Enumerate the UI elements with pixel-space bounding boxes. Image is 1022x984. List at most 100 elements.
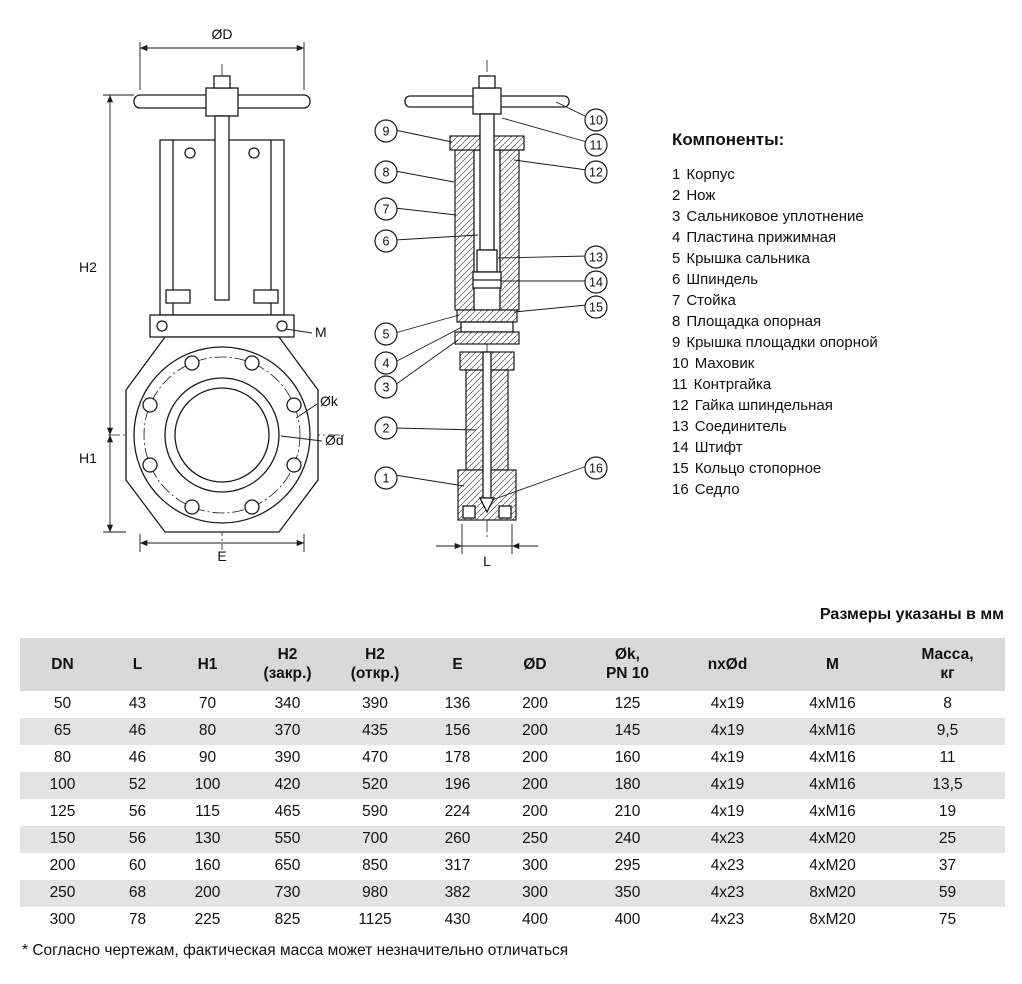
- table-cell: 160: [614, 749, 641, 767]
- table-cell: 50: [53, 695, 72, 713]
- svg-text:3: 3: [383, 381, 390, 395]
- knife-gate: [482, 351, 492, 499]
- table-cell: 240: [575, 825, 680, 853]
- svg-text:9: 9: [383, 125, 390, 139]
- dim-od: ØD: [139, 26, 305, 90]
- component-number: 4: [672, 229, 681, 246]
- bolt-circle: [143, 356, 301, 514]
- table-cell: 200: [170, 879, 245, 907]
- dim-od-small: Ød: [280, 432, 344, 448]
- component-item: 3 Сальниковое уплотнение: [672, 206, 1012, 227]
- component-label: Контргайка: [693, 376, 772, 393]
- table-cell: 78: [128, 911, 147, 929]
- table-cell: 225: [194, 911, 221, 929]
- table-cell: 4x19: [680, 771, 775, 799]
- component-number: 8: [672, 313, 681, 330]
- components-title: Компоненты:: [672, 130, 785, 149]
- component-label: Седло: [694, 481, 740, 498]
- table-cell: 125: [614, 695, 641, 713]
- dim-od-small-label: Ød: [325, 432, 344, 448]
- table-cell: 520: [330, 771, 420, 799]
- table-cell: 19: [938, 803, 957, 821]
- table-cell: 60: [128, 857, 147, 875]
- table-cell: 300: [522, 857, 548, 875]
- table-cell: 200: [49, 857, 76, 875]
- component-number: 9: [672, 334, 681, 351]
- callout-13: 13: [584, 245, 608, 269]
- table-cell: 825: [274, 911, 301, 929]
- table-cell: 178: [444, 749, 471, 767]
- table-cell: 340: [274, 695, 301, 713]
- table-cell: 196: [420, 771, 495, 799]
- dim-h2: H2: [79, 94, 134, 435]
- valve-drawing: ØD: [79, 26, 608, 569]
- dim-l-label: L: [483, 553, 491, 569]
- svg-text:2: 2: [383, 422, 390, 436]
- front-view: ØD: [79, 26, 344, 564]
- component-number: 11: [672, 376, 688, 393]
- table-cell: 59: [890, 879, 1005, 907]
- callout-11: 11: [584, 133, 608, 157]
- table-cell: 46: [105, 717, 170, 745]
- table-cell: 590: [362, 803, 388, 821]
- svg-text:6: 6: [383, 235, 390, 249]
- table-cell: 200: [495, 717, 575, 745]
- table-cell: 200: [495, 771, 575, 799]
- table-cell: 70: [198, 695, 217, 713]
- component-label: Сальниковое уплотнение: [686, 208, 864, 225]
- table-cell: 370: [245, 717, 330, 745]
- svg-text:15: 15: [589, 301, 603, 315]
- callout-3: 3: [374, 375, 398, 399]
- yoke-front: [149, 115, 295, 338]
- callout-5: 5: [374, 322, 398, 346]
- table-cell: 300: [49, 911, 76, 929]
- table-cell: 4xM20: [775, 825, 890, 853]
- table-cell: 125: [49, 803, 76, 821]
- handwheel-side: [404, 75, 570, 115]
- component-number: 13: [672, 418, 689, 435]
- dim-l: L: [436, 524, 538, 569]
- table-cell: 52: [105, 771, 170, 799]
- table-cell: 150: [20, 825, 105, 853]
- callout-1: 1: [374, 466, 398, 490]
- table-cell: 130: [170, 825, 245, 853]
- svg-text:16: 16: [589, 462, 603, 476]
- table-cell: 100: [20, 771, 105, 799]
- component-number: 3: [672, 208, 681, 225]
- svg-text:12: 12: [589, 166, 603, 180]
- table-cell: 700: [330, 825, 420, 853]
- dim-od-label: ØD: [212, 26, 233, 42]
- table-cell: 4x23: [710, 911, 745, 929]
- component-number: 10: [672, 355, 689, 372]
- table-cell: 8xM20: [775, 879, 890, 907]
- table-cell: 4x19: [710, 695, 745, 713]
- column-header: H1: [170, 638, 245, 691]
- table-cell: 160: [194, 857, 221, 875]
- component-label: Нож: [686, 187, 716, 204]
- svg-text:13: 13: [589, 251, 603, 265]
- table-cell: 4x19: [680, 717, 775, 745]
- table-cell: 4xM16: [809, 803, 856, 821]
- svg-text:10: 10: [589, 114, 603, 128]
- bolt-holes: [142, 355, 302, 515]
- spindle: [479, 113, 495, 251]
- body-section: [457, 351, 517, 521]
- component-label: Соединитель: [694, 418, 787, 435]
- flange-body: [125, 336, 319, 533]
- table-cell: 850: [362, 857, 388, 875]
- column-header: nxØd: [680, 638, 775, 691]
